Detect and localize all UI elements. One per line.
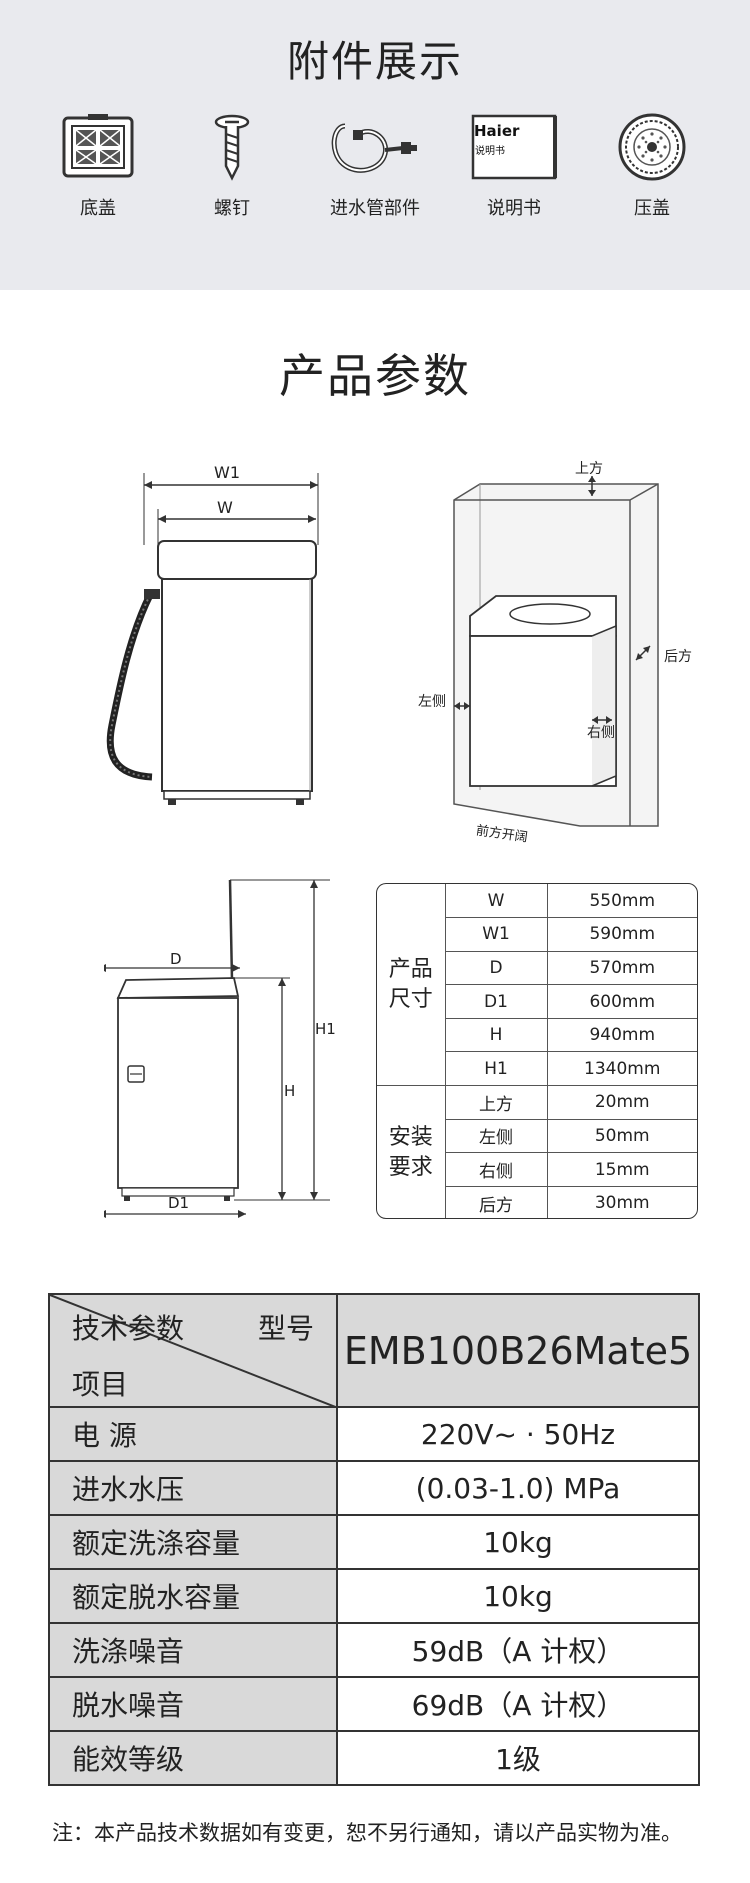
table-row: 安装要求 上方 20mm: [377, 1085, 697, 1218]
dim-label-h1: H1: [315, 1020, 336, 1038]
size-group-label: 产品尺寸: [377, 884, 446, 1087]
inlet-hose-icon: [331, 123, 417, 173]
spec-value: (0.03-1.0) MPa: [336, 1460, 700, 1516]
spec-label: 额定洗涤容量: [48, 1514, 338, 1570]
dim-label-d1: D1: [168, 1194, 190, 1212]
spec-table: 技术参数 型号 项目 EMB100B26Mate5 电 源 220V~ · 50…: [48, 1293, 700, 1786]
dim-value: 550mm: [546, 884, 697, 919]
table-row: D1 600mm: [377, 984, 697, 1019]
dim-key: D1: [445, 984, 548, 1019]
params-title: 产品参数: [279, 349, 471, 403]
table-row: 进水水压 (0.03-1.0) MPa: [48, 1460, 700, 1516]
disclaimer-note: 注：本产品技术数据如有变更，恕不另行通知，请以产品实物为准。: [52, 1821, 682, 1845]
dim-key: 右侧: [445, 1152, 548, 1187]
table-row: 能效等级 1级: [48, 1730, 700, 1786]
accessory-label: 压盖: [634, 198, 670, 219]
dimension-table: 产品尺寸 W 550mm W1 590mm D 570mm D1 600mm H…: [376, 883, 698, 1219]
dim-key: W: [444, 884, 548, 919]
table-row: 额定洗涤容量 10kg: [48, 1514, 700, 1570]
accessory-screw: 螺钉: [172, 112, 292, 220]
accessory-label: 进水管部件: [330, 198, 420, 219]
accessory-label: 说明书: [487, 198, 541, 219]
header-tech-params: 技术参数: [72, 1312, 185, 1345]
clearance-label-back: 后方: [664, 649, 692, 665]
screw-icon: [214, 114, 250, 181]
dim-value: 15mm: [546, 1152, 697, 1187]
spec-value: 69dB（A 计权）: [336, 1676, 700, 1732]
table-row: H 940mm: [377, 1017, 697, 1053]
spec-value: 220V~ · 50Hz: [336, 1406, 700, 1462]
dim-label-w1: W1: [214, 463, 240, 482]
table-row: D 570mm: [377, 950, 697, 986]
spec-value: 10kg: [336, 1568, 700, 1624]
manual-cover-text: 说明书: [475, 146, 505, 157]
spec-label: 电 源: [48, 1406, 338, 1462]
dim-label-h: H: [284, 1082, 296, 1100]
install-group-label: 安装要求: [377, 1085, 446, 1218]
dim-value: 30mm: [546, 1185, 697, 1218]
header-model: 型号: [257, 1312, 314, 1345]
accessory-pressure-cap: 压盖: [592, 112, 712, 220]
table-row: 脱水噪音 69dB（A 计权）: [48, 1676, 700, 1732]
clearance-label-right: 右侧: [587, 725, 615, 741]
dim-value: 1340mm: [546, 1051, 697, 1087]
spec-value: 10kg: [336, 1514, 700, 1570]
dim-key: 上方: [444, 1085, 548, 1120]
accessory-manual: Haier 说明书 说明书: [454, 112, 574, 220]
dim-label-w: W: [217, 498, 233, 517]
accessory-label: 螺钉: [214, 198, 250, 219]
spec-header-cell: 技术参数 型号 项目: [48, 1293, 338, 1408]
diagonal-divider: [50, 1295, 338, 1408]
header-item: 项目: [72, 1368, 129, 1401]
dim-value: 50mm: [546, 1118, 697, 1154]
table-row: 洗涤噪音 59dB（A 计权）: [48, 1622, 700, 1678]
clearance-label-top: 上方: [575, 461, 603, 477]
manual-icon: [471, 114, 557, 180]
spec-label: 脱水噪音: [48, 1676, 338, 1732]
spec-label: 进水水压: [48, 1460, 338, 1516]
side-view-diagram: [104, 879, 330, 1218]
accessory-filter-cover: 底盖: [38, 112, 158, 220]
accessory-inlet-hose: 进水管部件: [315, 112, 435, 220]
table-row: 产品尺寸 W 550mm: [377, 884, 697, 1087]
accessories-section: 附件展示 底盖 螺钉 进水管: [0, 0, 750, 290]
spec-header-row: 技术参数 型号 项目 EMB100B26Mate5: [48, 1293, 700, 1408]
pressure-cap-icon: [618, 113, 686, 181]
dim-key: 后方: [445, 1185, 548, 1218]
spec-label: 额定脱水容量: [48, 1568, 338, 1624]
spec-label: 洗涤噪音: [48, 1622, 338, 1678]
dim-value: 590mm: [546, 917, 697, 952]
dim-key: D: [445, 950, 548, 986]
dim-key: W1: [445, 917, 548, 952]
dim-key: H: [445, 1017, 548, 1053]
dim-value: 20mm: [546, 1085, 697, 1120]
dim-key: H1: [445, 1051, 548, 1087]
clearance-label-left: 左侧: [418, 694, 446, 710]
accessory-label: 底盖: [80, 198, 116, 219]
clearance-diagram: [453, 476, 659, 827]
table-row: 左侧 50mm: [377, 1118, 697, 1154]
table-row: 额定脱水容量 10kg: [48, 1568, 700, 1624]
dim-label-d: D: [170, 950, 182, 968]
filter-cover-icon: [62, 114, 134, 178]
dim-value: 570mm: [546, 950, 697, 986]
dim-value: 600mm: [546, 984, 697, 1019]
table-row: 后方 30mm: [377, 1185, 697, 1218]
accessories-title: 附件展示: [286, 37, 463, 86]
table-row: 电 源 220V~ · 50Hz: [48, 1406, 700, 1462]
front-view-diagram: [106, 473, 319, 805]
spec-value: 1级: [336, 1730, 700, 1786]
spec-label: 能效等级: [48, 1730, 338, 1786]
table-row: H1 1340mm: [377, 1051, 697, 1087]
dim-key: 左侧: [445, 1118, 548, 1154]
spec-value: 59dB（A 计权）: [336, 1622, 700, 1678]
model-number: EMB100B26Mate5: [336, 1293, 700, 1408]
dim-value: 940mm: [546, 1017, 697, 1053]
manual-brand-text: Haier: [474, 122, 520, 140]
table-row: W1 590mm: [377, 917, 697, 952]
